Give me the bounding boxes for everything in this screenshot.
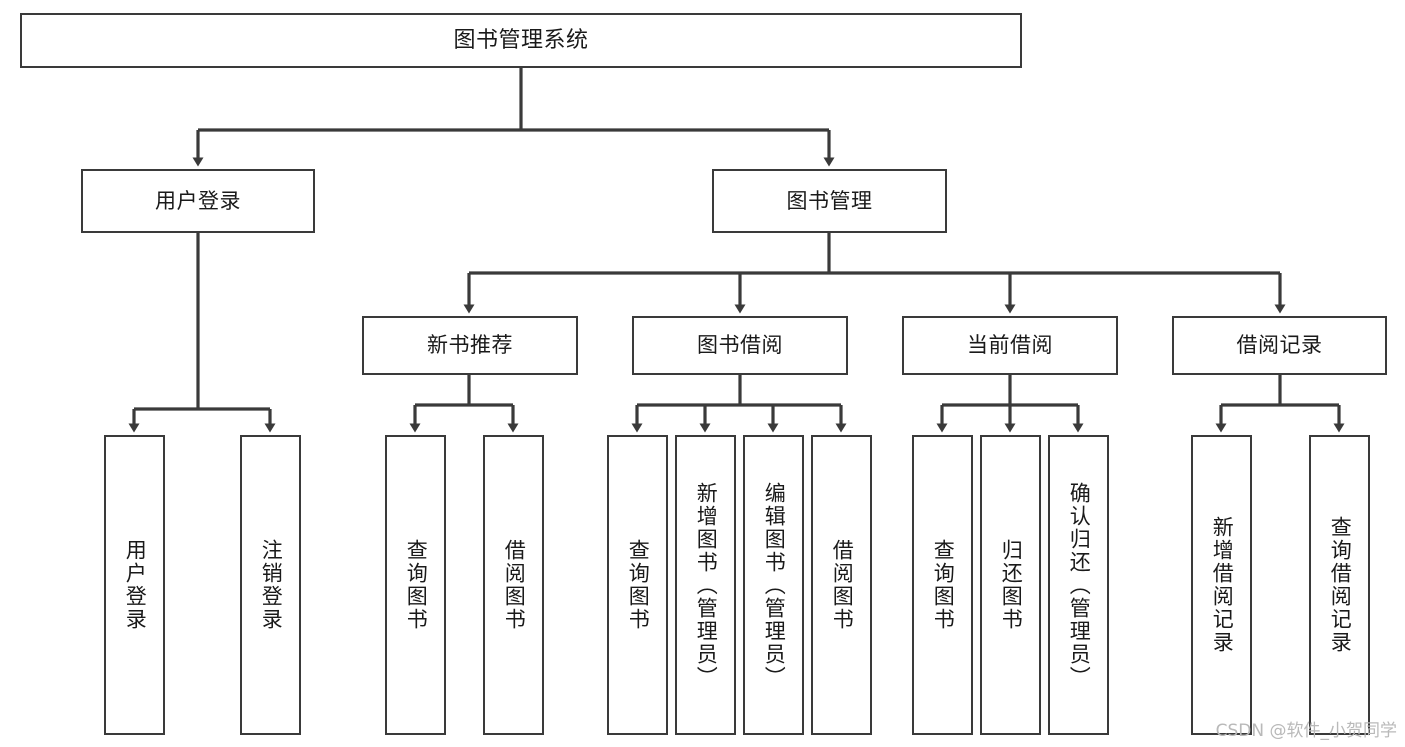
leaf-user-login[interactable]: 用户登录 [104,435,165,735]
leaf-query-borrow-record[interactable]: 查询借阅记录 [1309,435,1370,735]
node-label: 借阅图书 [830,539,855,631]
csdn-watermark: CSDN @软件_小贺同学 [1215,721,1397,741]
node-borrow-record[interactable]: 借阅记录 [1172,316,1387,375]
node-label: 查询借阅记录 [1328,516,1353,654]
node-label: 新增借阅记录 [1210,516,1235,654]
node-label: 新增图书（管理员） [694,481,719,689]
leaf-logout-login[interactable]: 注销登录 [240,435,301,735]
leaf-return-book[interactable]: 归还图书 [980,435,1041,735]
node-label: 当前借阅 [967,333,1053,358]
node-label: 图书管理系统 [453,27,589,53]
leaf-query-book-current[interactable]: 查询图书 [912,435,973,735]
node-label: 查询图书 [404,539,429,631]
node-label: 用户登录 [123,539,148,631]
leaf-add-book-admin[interactable]: 新增图书（管理员） [675,435,736,735]
leaf-edit-book-admin[interactable]: 编辑图书（管理员） [743,435,804,735]
node-label: 图书借阅 [697,333,783,358]
node-label: 编辑图书（管理员） [762,481,787,689]
node-label: 确认归还（管理员） [1067,481,1092,689]
node-label: 新书推荐 [427,333,513,358]
node-label: 查询图书 [931,539,956,631]
leaf-borrow-book-borrow[interactable]: 借阅图书 [811,435,872,735]
leaf-add-borrow-record[interactable]: 新增借阅记录 [1191,435,1252,735]
leaf-query-book-recommend[interactable]: 查询图书 [385,435,446,735]
node-label: 借阅记录 [1236,333,1323,358]
node-label: 查询图书 [626,539,651,631]
node-label: 注销登录 [259,539,284,631]
node-current-borrow[interactable]: 当前借阅 [902,316,1118,375]
node-book-borrow[interactable]: 图书借阅 [632,316,848,375]
leaf-query-book-borrow[interactable]: 查询图书 [607,435,668,735]
node-label: 归还图书 [999,539,1024,631]
node-label: 借阅图书 [502,539,527,631]
leaf-borrow-book-recommend[interactable]: 借阅图书 [483,435,544,735]
node-label: 用户登录 [155,188,241,213]
node-user-login[interactable]: 用户登录 [81,169,315,233]
node-root-book-management-system[interactable]: 图书管理系统 [20,13,1022,68]
leaf-confirm-return-admin[interactable]: 确认归还（管理员） [1048,435,1109,735]
node-new-book-recommend[interactable]: 新书推荐 [362,316,578,375]
node-label: 图书管理 [786,188,873,213]
node-book-management[interactable]: 图书管理 [712,169,947,233]
